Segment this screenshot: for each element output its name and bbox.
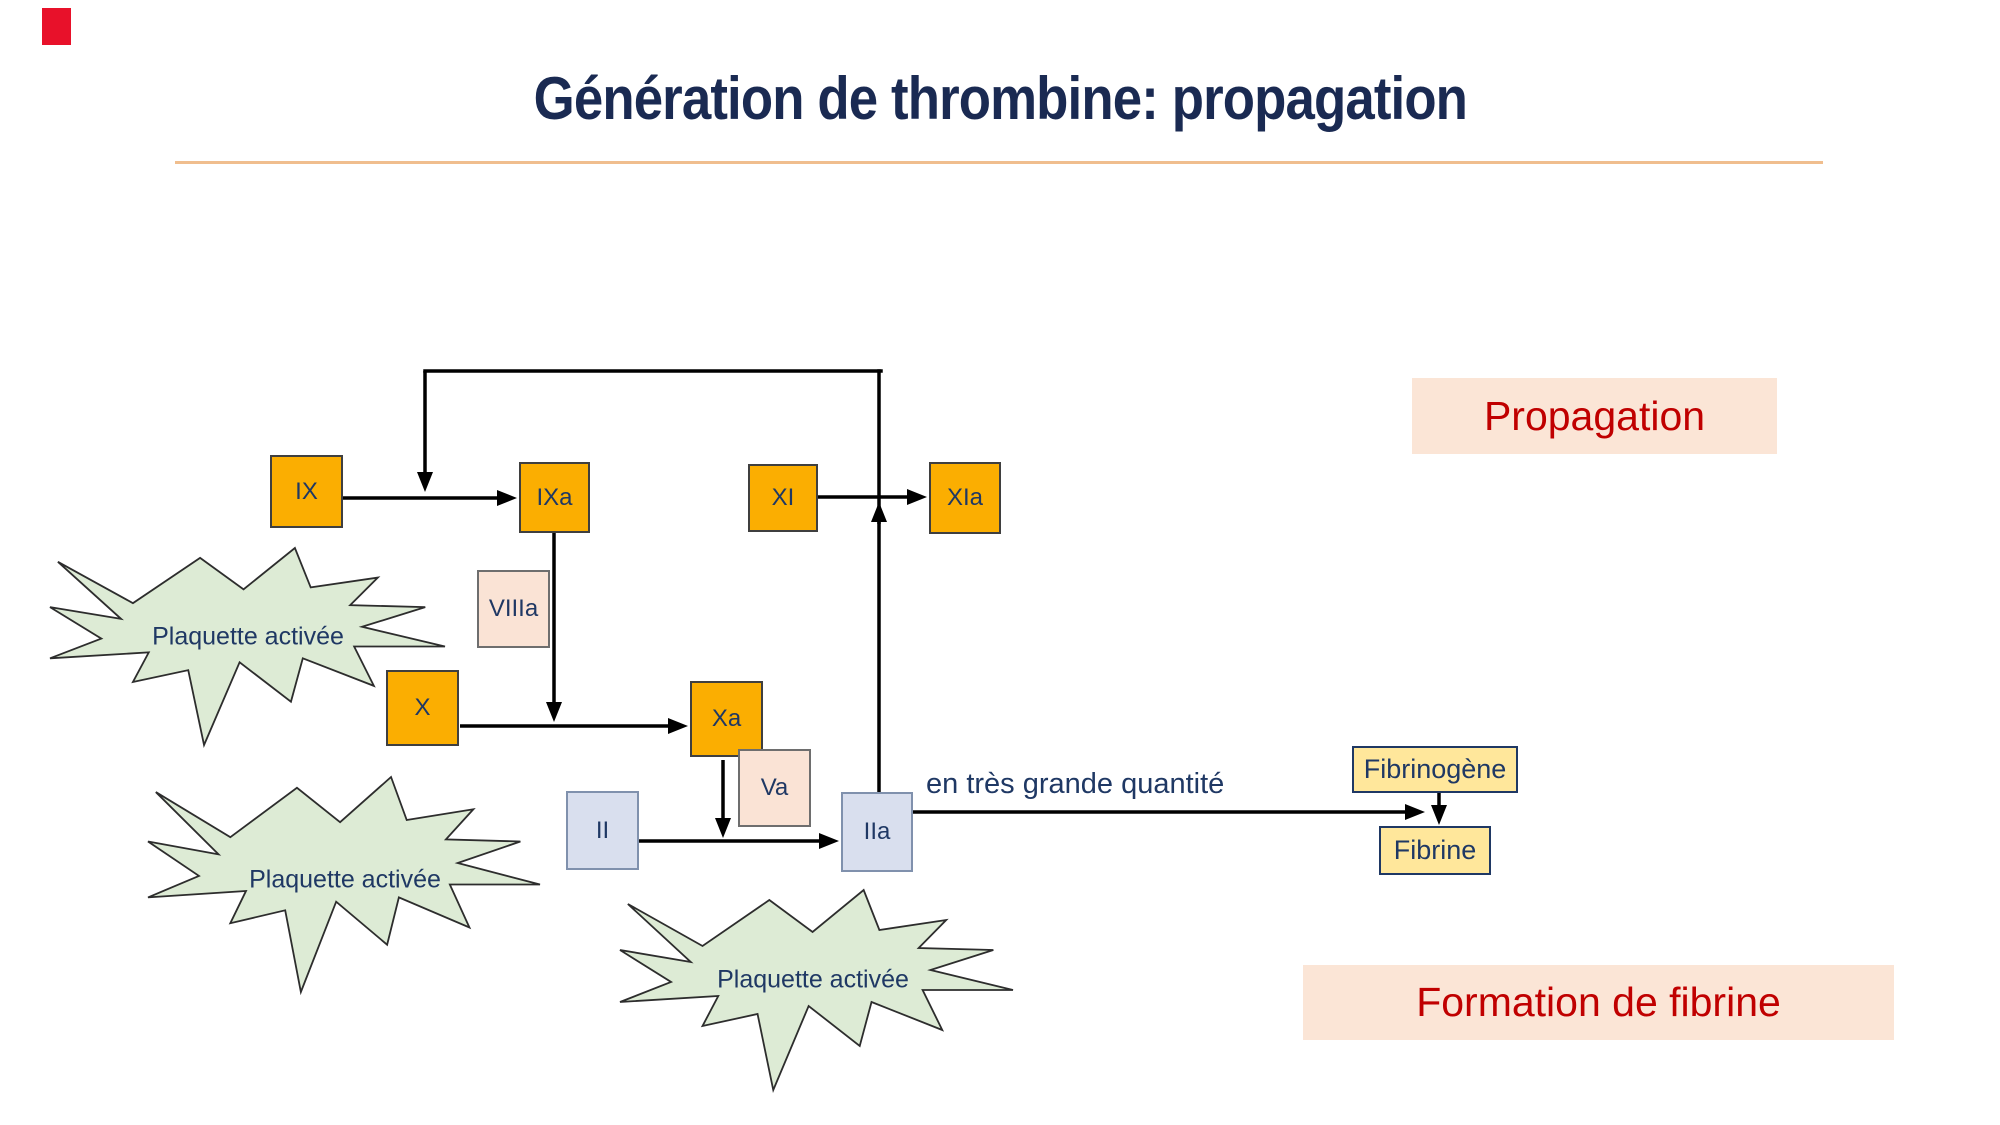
node-Va-label: Va bbox=[760, 774, 789, 801]
node-fibrinogen: Fibrinogène bbox=[1352, 746, 1518, 793]
node-XIa: XIa bbox=[929, 462, 1001, 534]
node-IIa-label: IIa bbox=[863, 818, 891, 845]
node-IXa-label: IXa bbox=[536, 483, 573, 511]
node-IX-label: IX bbox=[295, 477, 318, 505]
title-underline bbox=[175, 161, 1823, 164]
page-title: Génération de thrombine: propagation bbox=[0, 64, 2000, 133]
node-VIIIa: VIIIa bbox=[477, 570, 550, 648]
node-XIa-label: XIa bbox=[946, 484, 984, 511]
platelet-label-3: Plaquette activée bbox=[717, 965, 909, 994]
node-fibrin-label: Fibrine bbox=[1393, 835, 1477, 865]
node-VIIIa-label: VIIIa bbox=[488, 595, 539, 622]
node-Xa-label: Xa bbox=[711, 705, 742, 732]
red-corner-flag bbox=[42, 8, 71, 45]
node-fibrinogen-label: Fibrinogène bbox=[1363, 754, 1507, 784]
page-title-text: Génération de thrombine: propagation bbox=[533, 65, 1467, 132]
platelet-starburst-3 bbox=[620, 890, 1013, 1090]
node-X-label: X bbox=[414, 694, 431, 721]
node-fibrin: Fibrine bbox=[1379, 826, 1491, 875]
banner-propagation-label: Propagation bbox=[1483, 392, 1706, 439]
platelet-starburst-1 bbox=[50, 548, 445, 745]
banner-formation-label: Formation de fibrine bbox=[1416, 979, 1781, 1025]
node-Xa: Xa bbox=[690, 681, 763, 757]
node-II-label: II bbox=[595, 816, 610, 844]
banner-formation-de-fibrine: Formation de fibrine bbox=[1303, 965, 1894, 1040]
node-Va: Va bbox=[738, 749, 811, 827]
platelet-label-1: Plaquette activée bbox=[152, 622, 344, 651]
node-II: II bbox=[566, 791, 639, 870]
platelet-label-2: Plaquette activée bbox=[249, 865, 441, 894]
quantity-annotation: en très grande quantité bbox=[926, 768, 1225, 800]
node-XI: XI bbox=[748, 464, 818, 532]
node-IX: IX bbox=[270, 455, 343, 528]
node-IIa: IIa bbox=[841, 792, 913, 872]
banner-propagation: Propagation bbox=[1412, 378, 1777, 454]
platelet-starburst-2 bbox=[148, 777, 540, 992]
node-XI-label: XI bbox=[771, 484, 795, 511]
node-X: X bbox=[386, 670, 459, 746]
node-IXa: IXa bbox=[519, 462, 590, 533]
